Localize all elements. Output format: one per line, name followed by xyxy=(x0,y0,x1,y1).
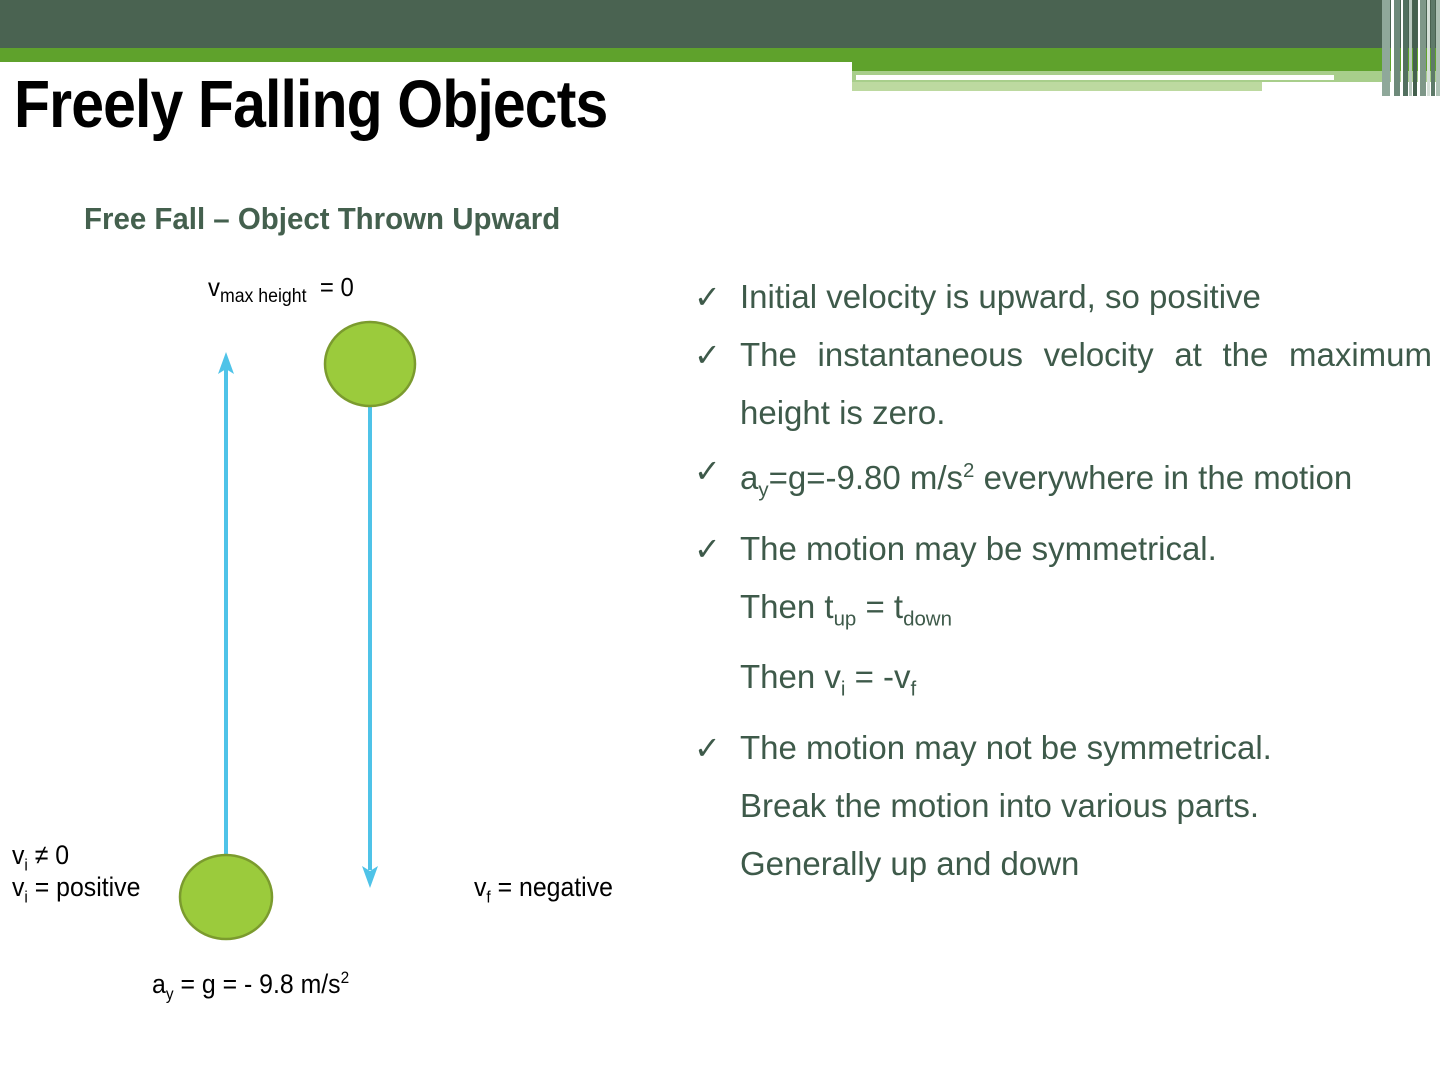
header-white-hairline xyxy=(856,75,1334,80)
header-left-white-notch xyxy=(0,82,78,96)
header-left-white-mask xyxy=(0,62,852,92)
bullet-text: Initial velocity is upward, so positive xyxy=(740,278,1261,315)
vf-symbol: v xyxy=(474,872,487,902)
bullet-text: The motion may not be symmetrical. xyxy=(740,728,1272,766)
label-vf-negative: vf = negative xyxy=(474,872,613,907)
label-velocity-max-height: vmax height = 0 xyxy=(208,272,354,308)
ay-subscript: y xyxy=(165,984,174,1004)
bullet-text: ay=g=-9.80 m/s2 everywhere in the motion xyxy=(740,459,1353,502)
diagram-canvas xyxy=(178,320,417,941)
vi-pos-value: = positive xyxy=(34,872,141,902)
downward-velocity-arrow xyxy=(362,400,378,888)
bullet-item: ✓ The instantaneous velocity at the maxi… xyxy=(694,326,1432,442)
check-icon: ✓ xyxy=(694,729,721,766)
bullet-text: Then vi = -vf xyxy=(740,658,917,701)
bullet-item: ✓ ay=g=-9.80 m/s2 everywhere in the moti… xyxy=(694,442,1432,520)
bullet-item: ✓ The motion may be symmetrical. xyxy=(694,520,1432,578)
bullet-subitem: Generally up and down xyxy=(694,835,1432,893)
section-subtitle: Free Fall – Object Thrown Upward xyxy=(84,201,561,236)
bullet-item: ✓ The motion may not be symmetrical. xyxy=(694,719,1432,777)
upward-velocity-arrow xyxy=(218,352,234,884)
free-fall-diagram: vmax height = 0 vi ≠ 0 vi = positive vf … xyxy=(0,0,690,1080)
check-icon: ✓ xyxy=(694,337,721,373)
bullet-subitem: Break the motion into various parts. xyxy=(694,777,1432,835)
bullet-list: ✓ Initial velocity is upward, so positiv… xyxy=(694,268,1432,893)
vf-subscript: f xyxy=(486,887,491,907)
ball-at-max-height xyxy=(323,320,417,408)
vf-value: = negative xyxy=(497,872,613,902)
header-vertical-stripes xyxy=(1382,0,1440,96)
label-vi-positive: vi = positive xyxy=(12,872,140,907)
vmax-subscript: max height xyxy=(219,286,307,308)
bullet-subitem: Then vi = -vf xyxy=(694,648,1432,719)
ay-symbol: a xyxy=(152,969,166,999)
slide-title: Freely Falling Objects xyxy=(14,67,608,142)
label-vi-nonzero: vi ≠ 0 xyxy=(12,840,69,875)
bullet-text: Generally up and down xyxy=(740,844,1080,882)
vi-ne-symbol: v xyxy=(12,840,25,870)
vi-pos-subscript: i xyxy=(24,887,28,907)
bullet-subitem: Then tup = tdown xyxy=(694,578,1432,649)
header-dark-band xyxy=(0,0,1440,48)
bullet-text: Break the motion into various parts. xyxy=(740,786,1260,824)
bullet-text: Then tup = tdown xyxy=(740,587,952,631)
vi-ne-subscript: i xyxy=(24,855,28,875)
ball-at-launch xyxy=(178,853,274,941)
vmax-value: = 0 xyxy=(319,272,354,302)
ay-value: = g = - 9.8 m/s xyxy=(180,969,341,999)
vmax-symbol: v xyxy=(208,272,220,302)
check-icon: ✓ xyxy=(694,530,721,567)
bullet-text: The instantaneous velocity at the maximu… xyxy=(740,336,1432,431)
check-icon: ✓ xyxy=(694,453,721,489)
vi-pos-symbol: v xyxy=(12,872,25,902)
bullet-item: ✓ Initial velocity is upward, so positiv… xyxy=(694,268,1432,326)
ay-exponent: 2 xyxy=(340,968,350,987)
label-acceleration: ay = g = - 9.8 m/s2 xyxy=(152,968,349,1004)
bullet-text: The motion may be symmetrical. xyxy=(740,529,1217,567)
vi-ne-value: ≠ 0 xyxy=(34,840,70,870)
check-icon: ✓ xyxy=(694,279,721,315)
